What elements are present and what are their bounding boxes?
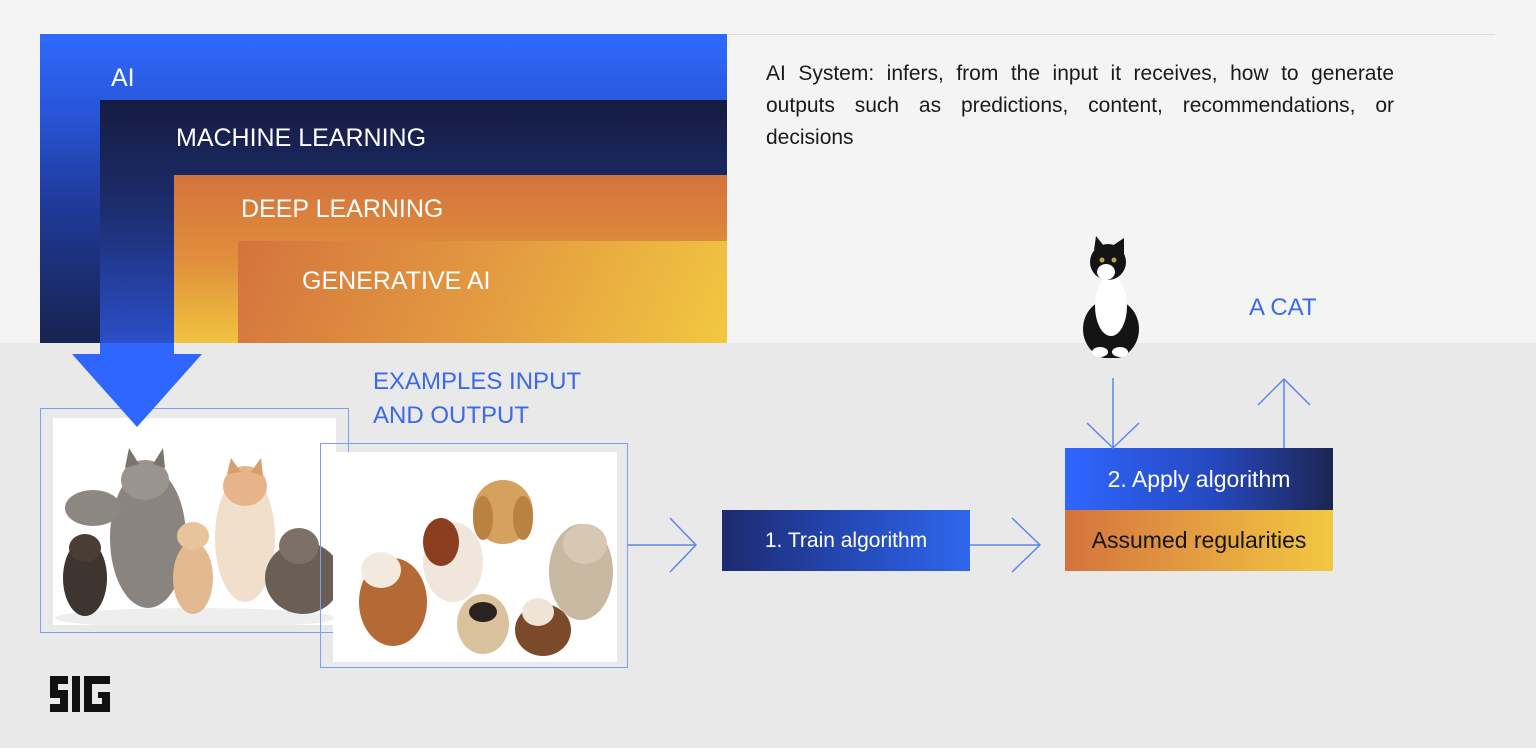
assumed-regularities-box: Assumed regularities	[1065, 510, 1333, 571]
divider-line	[727, 34, 1495, 35]
examples-label-line-2: AND OUTPUT	[373, 402, 529, 429]
sig-logo	[48, 672, 112, 726]
ai-label: AI	[111, 64, 135, 92]
machine-learning-label: MACHINE LEARNING	[176, 124, 427, 152]
deep-learning-label: DEEP LEARNING	[241, 195, 444, 223]
train-algorithm-box: 1. Train algorithm	[722, 510, 970, 571]
apply-algorithm-box: 2. Apply algorithm	[1065, 448, 1333, 510]
big-down-arrow-icon	[72, 343, 202, 427]
output-label: A CAT	[1249, 294, 1317, 321]
generative-ai-box: GENERATIVE AI	[238, 241, 727, 343]
arrow-up-icon	[1257, 377, 1311, 448]
generative-ai-label: GENERATIVE AI	[302, 267, 491, 295]
arrow-right-icon	[970, 517, 1042, 573]
dogs-image-frame	[320, 443, 628, 668]
examples-label: EXAMPLES INPUT AND OUTPUT	[373, 365, 581, 433]
arrow-right-icon	[628, 517, 698, 573]
arrow-down-icon	[1086, 378, 1140, 450]
cats-photo-icon	[53, 418, 336, 625]
single-cat-photo-icon	[1078, 234, 1148, 358]
examples-label-line-1: EXAMPLES INPUT	[373, 368, 582, 395]
ai-system-definition: AI System: infers, from the input it rec…	[766, 62, 1394, 149]
dogs-photo-icon	[333, 452, 617, 662]
